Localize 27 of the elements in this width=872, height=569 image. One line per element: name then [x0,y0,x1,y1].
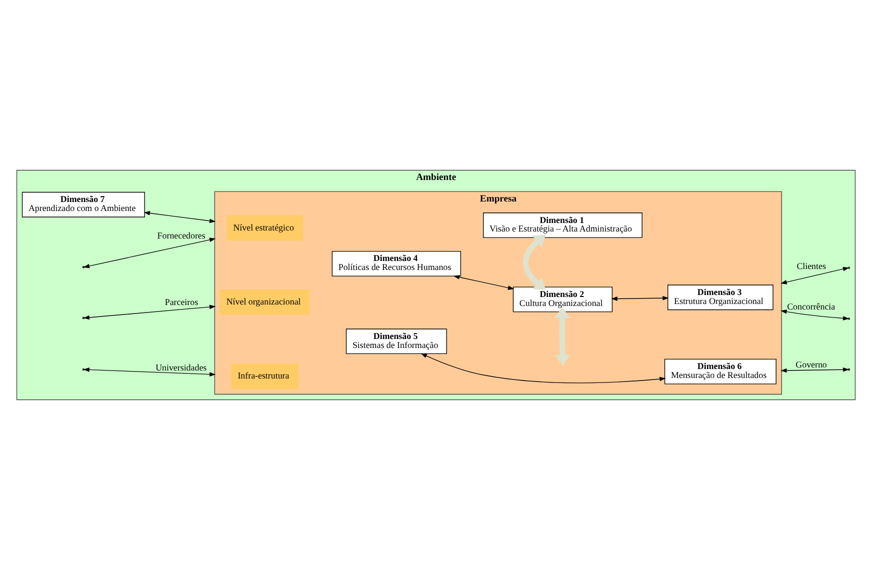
edge-label: Concorrência [787,300,836,311]
arrow [453,274,514,290]
node-box: Infra-estrutura [231,363,299,389]
arrow [83,304,216,320]
edge-label: Fornecedores [157,230,206,240]
edge-label: Parceiros [164,296,198,307]
edge-label: Universidades [156,362,207,372]
node-box: Dimensão 4 Políticas de Recursos Humanos [332,250,462,276]
node-box: Nível estratégico [226,214,303,240]
arrow [780,366,850,372]
arrow [780,266,850,284]
node-box: Nível organizacional [220,288,310,314]
node-box: Dimensão 1 Visão e Estratégia – Alta Administração [483,212,642,238]
arrow [83,367,216,376]
arrow [554,306,570,366]
edge-label: Clientes [796,260,826,270]
arrow [780,309,850,320]
node-box: Dimensão 2 Cultura Organizacional [512,286,613,312]
node-box: Dimensão 3 Estrutura Organizacional [668,284,774,310]
arrow [144,210,216,223]
node-box: Dimensão 7 Aprendizado com o Ambiente [22,191,145,217]
arrow [522,234,546,290]
arrow [420,352,666,383]
edge-label: Governo [796,359,827,370]
arrow [611,295,669,300]
node-box: Dimensão 5 Sistemas de Informação [346,328,447,354]
node-box: Dimensão 6 Mensuração de Resultados [664,358,776,384]
